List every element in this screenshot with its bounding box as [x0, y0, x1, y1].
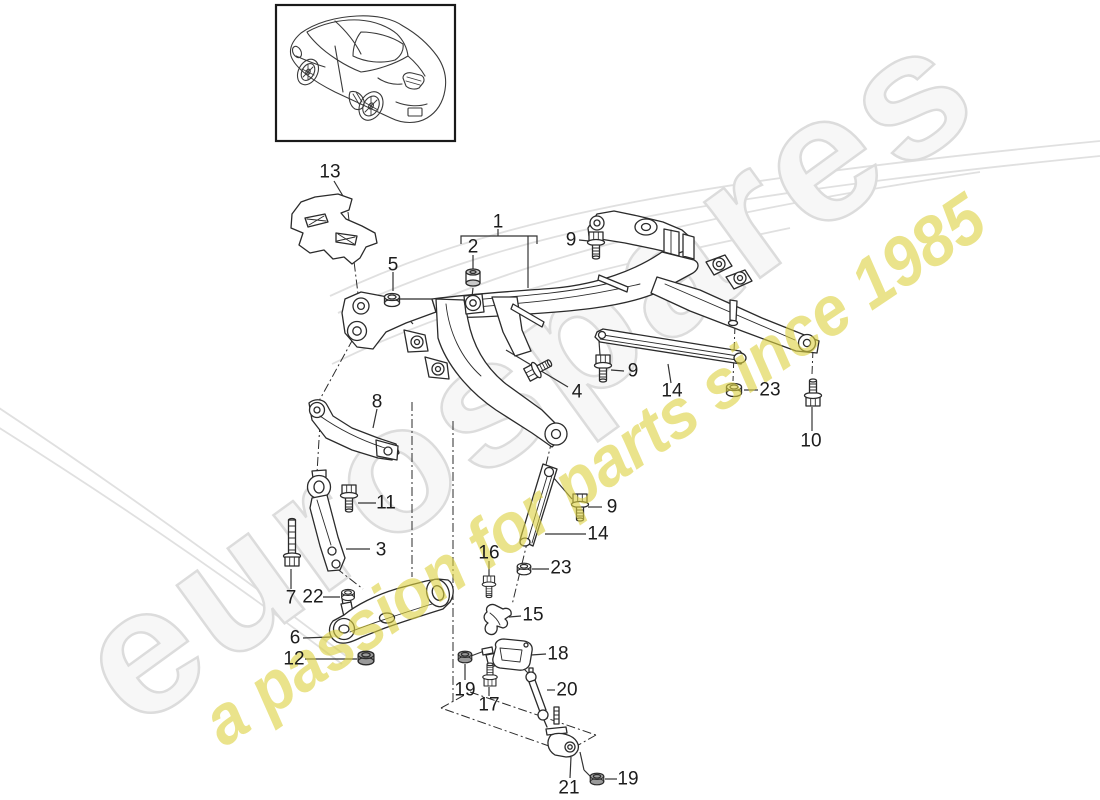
part-control-arm-6 — [328, 578, 454, 644]
leader-line — [333, 180, 344, 197]
part-label-9[interactable]: 9 — [628, 361, 639, 382]
part-bracket-arm-8 — [308, 399, 400, 461]
car-line-drawing — [289, 15, 447, 124]
part-bushing-2 — [465, 268, 481, 287]
part-cross-member-1 — [341, 210, 820, 448]
leader-line — [552, 476, 573, 500]
construction-line — [440, 707, 567, 753]
leader-line — [372, 408, 378, 429]
part-label-4[interactable]: 4 — [572, 382, 583, 403]
part-label-16[interactable]: 16 — [478, 543, 499, 564]
part-label-23[interactable]: 23 — [550, 558, 571, 579]
leader-line — [569, 756, 572, 779]
part-label-12[interactable]: 12 — [283, 649, 304, 670]
construction-line — [469, 691, 597, 736]
part-label-23[interactable]: 23 — [759, 380, 780, 401]
part-label-11[interactable]: 11 — [376, 493, 396, 514]
construction-line — [732, 324, 736, 382]
part-rail-14-upper — [594, 328, 747, 365]
part-label-6[interactable]: 6 — [290, 628, 301, 649]
part-bolt-7 — [282, 517, 302, 567]
part-retainer-21 — [545, 706, 580, 758]
part-level-sensor-18 — [481, 638, 533, 671]
part-support-link-3 — [306, 469, 346, 572]
part-rail-14-lower — [519, 463, 558, 547]
construction-line — [316, 422, 321, 474]
part-label-17[interactable]: 17 — [478, 695, 499, 716]
part-label-1[interactable]: 1 — [493, 212, 504, 233]
part-label-9[interactable]: 9 — [607, 497, 618, 518]
part-label-14[interactable]: 14 — [587, 524, 609, 545]
part-label-13[interactable]: 13 — [319, 162, 340, 183]
construction-line — [335, 567, 364, 590]
part-heat-shield-13 — [290, 193, 378, 265]
part-label-9[interactable]: 9 — [566, 230, 577, 251]
leader-line — [579, 751, 585, 771]
construction-line — [511, 439, 553, 606]
part-label-20[interactable]: 20 — [556, 680, 577, 701]
parts-artwork — [282, 193, 823, 786]
part-label-21[interactable]: 21 — [558, 778, 579, 799]
part-coupling-link-20 — [525, 667, 549, 728]
leader-line — [530, 653, 547, 656]
leader-line — [578, 239, 590, 242]
part-label-7[interactable]: 7 — [286, 588, 297, 609]
leader-line — [598, 340, 601, 356]
part-label-22[interactable]: 22 — [302, 587, 323, 608]
part-label-8[interactable]: 8 — [372, 392, 383, 413]
part-label-10[interactable]: 10 — [800, 431, 821, 452]
leader-line — [508, 615, 522, 618]
part-number-labels: 1234567899910111213141415161718191920212… — [283, 162, 821, 799]
part-label-18[interactable]: 18 — [547, 644, 568, 665]
leader-line — [610, 369, 625, 372]
part-sensor-bracket-15 — [483, 603, 512, 636]
part-label-19[interactable]: 19 — [617, 769, 638, 790]
assembly-bracket-1 — [460, 235, 538, 244]
part-label-19[interactable]: 19 — [454, 680, 475, 701]
part-label-3[interactable]: 3 — [376, 540, 387, 561]
construction-line — [565, 734, 597, 753]
construction-line — [440, 691, 471, 709]
leader-line — [667, 363, 672, 384]
part-label-2[interactable]: 2 — [468, 237, 479, 258]
part-label-15[interactable]: 15 — [522, 605, 543, 626]
construction-line — [318, 338, 354, 402]
vehicle-thumbnail — [274, 3, 457, 143]
vehicle-thumbnail-frame — [274, 3, 457, 143]
leader-line — [302, 636, 332, 639]
hardware-bolts — [282, 231, 823, 687]
part-label-14[interactable]: 14 — [661, 381, 683, 402]
part-label-5[interactable]: 5 — [388, 255, 399, 276]
